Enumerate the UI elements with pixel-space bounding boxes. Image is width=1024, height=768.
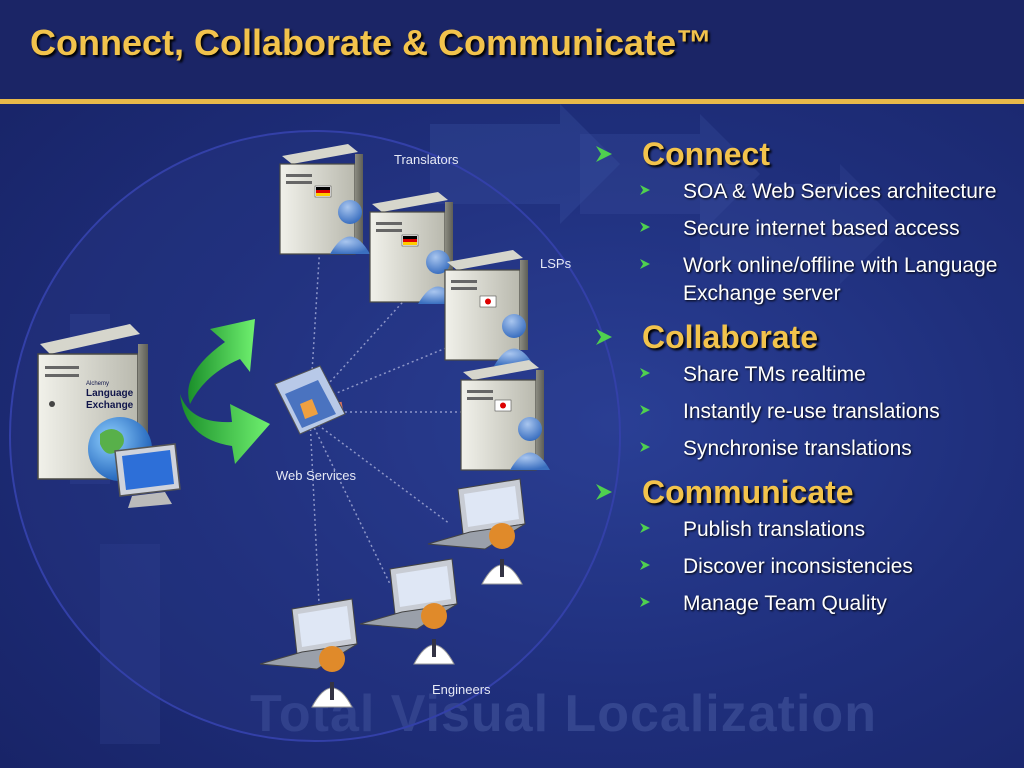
engineer-laptop-1-icon	[427, 478, 526, 585]
lsp-server-2-icon	[460, 360, 550, 471]
list-item: Manage Team Quality	[640, 590, 1015, 618]
monitor-icon	[114, 443, 181, 508]
list-item: Instantly re-use translations	[640, 398, 1015, 426]
bullet-arrow-icon	[640, 597, 650, 607]
bullet-arrow-icon	[640, 523, 650, 533]
server-label-small: Alchemy	[86, 381, 110, 387]
web-services-label: Web Services	[276, 468, 356, 483]
section-title: Collaborate	[642, 318, 819, 355]
title-band	[0, 0, 1024, 100]
bullet-arrow-icon	[640, 222, 650, 232]
section-title: Communicate	[642, 473, 854, 510]
list-item: SOA & Web Services architecture	[640, 178, 1015, 206]
green-sync-arrows-icon	[180, 319, 270, 464]
lsps-label: LSPs	[540, 256, 572, 271]
bullet-arrow-icon	[640, 259, 650, 269]
section-arrow-icon	[596, 146, 612, 162]
bullet-list: Connect SOA & Web Services architecture …	[590, 134, 1015, 627]
engineer-laptop-3-icon	[259, 598, 358, 708]
section-connect: Connect SOA & Web Services architecture …	[590, 134, 1015, 308]
section-arrow-icon	[596, 484, 612, 500]
bullet-arrow-icon	[640, 405, 650, 415]
translator-server-1-icon	[279, 144, 370, 255]
section-title: Connect	[642, 135, 770, 172]
section-communicate: Communicate Publish translations Discove…	[590, 472, 1015, 618]
bullet-arrow-icon	[640, 560, 650, 570]
server-label-main: Language Exchange	[86, 388, 134, 411]
title-rule	[0, 99, 1024, 104]
watermark-text: Total Visual Localization	[250, 685, 877, 743]
bullet-arrow-icon	[640, 185, 650, 195]
translators-label: Translators	[394, 152, 459, 167]
bullet-arrow-icon	[640, 442, 650, 452]
list-item: Share TMs realtime	[640, 361, 1015, 389]
server-label: Alchemy Language Exchange	[86, 380, 142, 412]
network-diagram	[9, 130, 621, 742]
section-collaborate: Collaborate Share TMs realtime Instantly…	[590, 317, 1015, 463]
engineer-laptop-2-icon	[359, 558, 458, 665]
list-item: Synchronise translations	[640, 435, 1015, 463]
engineers-label: Engineers	[432, 682, 491, 697]
lsp-server-1-icon	[444, 250, 534, 366]
list-item: Publish translations	[640, 516, 1015, 544]
section-arrow-icon	[596, 329, 612, 345]
bullet-arrow-icon	[640, 368, 650, 378]
list-item: Secure internet based access	[640, 215, 1015, 243]
web-services-hub-icon	[274, 365, 346, 435]
slide-title: Connect, Collaborate & Communicate™	[30, 22, 713, 63]
list-item: Discover inconsistencies	[640, 553, 1015, 581]
list-item: Work online/offline with Language Exchan…	[640, 252, 1015, 308]
